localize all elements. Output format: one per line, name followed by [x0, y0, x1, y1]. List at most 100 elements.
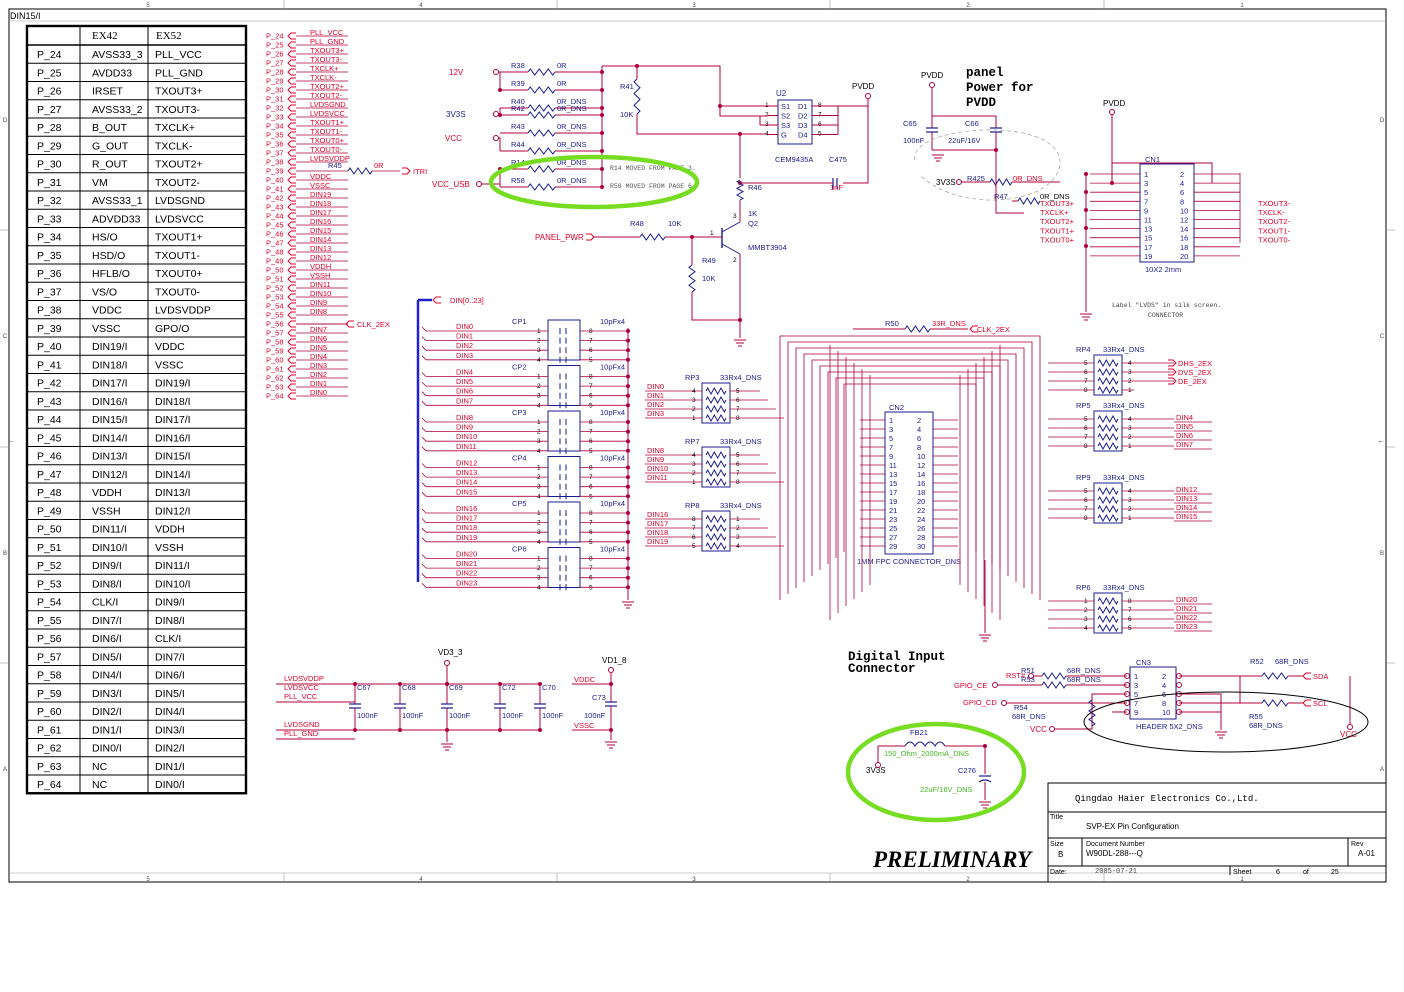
pin-number: 5: [589, 584, 593, 591]
component-value: 33Rx4_DNS: [720, 373, 762, 382]
junction-dot: [994, 148, 998, 152]
pin-number: 8: [1128, 598, 1132, 605]
wire: [795, 347, 1025, 588]
port-pin-label: P_29: [266, 77, 284, 86]
table-cell: VS/O: [92, 286, 117, 298]
resistor-value: 0R_DNS: [557, 176, 587, 185]
silk-note: CONNECTOR: [1148, 312, 1183, 319]
resistor: [1097, 504, 1119, 514]
net-label: DIN22: [1176, 613, 1197, 622]
port-pin-label: P_39: [266, 167, 284, 176]
zone-letter: C: [1380, 334, 1385, 340]
resistor: [705, 386, 727, 396]
bus-entry: [421, 508, 427, 514]
table-cell: AVSS33_2: [92, 104, 143, 116]
table-cell: HFLB/O: [92, 268, 130, 280]
table-cell: DIN2/I: [155, 743, 185, 755]
table-cell: DIN12/I: [92, 469, 128, 481]
pin-number: 15: [889, 479, 897, 488]
bus-entry: [421, 345, 427, 351]
resistor-ref: R38: [511, 61, 525, 70]
component-ref: C475: [829, 155, 847, 164]
pin-number: 14: [917, 470, 925, 479]
table-cell: DIN5/I: [92, 651, 122, 663]
center-arrow: ←: [1377, 436, 1385, 445]
port-arrow: [1168, 368, 1177, 376]
ferrite-bead: [904, 741, 946, 747]
bus-entry: [421, 417, 427, 423]
component-ref: C73: [592, 693, 606, 702]
table-cell: TXCLK-: [155, 140, 193, 152]
pin-number: 3: [1084, 616, 1088, 623]
pin-number: 8: [589, 510, 593, 517]
port-arrow: [287, 122, 296, 130]
port-net-label: TXOUT0+: [310, 136, 345, 145]
zone-letter: C: [3, 334, 8, 340]
power-net-label: VD3_3: [438, 648, 463, 657]
bus-entry: [421, 482, 427, 487]
pin-number: 5: [589, 539, 593, 546]
pin-number: 7: [589, 474, 593, 481]
resistor-value: 0R_DNS: [557, 140, 587, 149]
net-label: DIN6: [456, 387, 473, 396]
port-net-label: TXOUT3-: [310, 55, 343, 64]
port-net-label: DIN18: [310, 199, 331, 208]
pin-number: 8: [692, 516, 696, 523]
port-pin-label: P_40: [266, 176, 284, 185]
pin-number: 4: [1084, 625, 1088, 632]
component-value: 100nF: [449, 711, 471, 720]
junction-dot: [609, 728, 613, 732]
field-label: Document Number: [1086, 841, 1145, 848]
port-arrow: [287, 383, 296, 391]
pin-number: 14: [1180, 225, 1188, 234]
table-cell: P_41: [37, 359, 62, 371]
pin-number: 19: [1144, 252, 1152, 261]
table-cell: VDDC: [92, 305, 122, 317]
pin-number: 21: [889, 506, 897, 515]
bus-entry: [421, 583, 427, 588]
section-heading: Digital Input: [848, 650, 946, 664]
table-cell: P_36: [37, 268, 62, 280]
port-pin-label: P_37: [266, 149, 284, 158]
net-label: DIN8: [647, 446, 664, 455]
port-pin-label: P_48: [266, 248, 284, 257]
port-net-label: DIN3: [310, 361, 327, 370]
table-cell: P_28: [37, 122, 62, 134]
port-arrow: [287, 320, 296, 328]
component-value: 33Rx4_DNS: [720, 437, 762, 446]
component-value: 150_Ohm_2000mA_DNS: [884, 749, 969, 758]
power-net-label: VD1_8: [602, 656, 627, 665]
wire: [931, 88, 997, 128]
table-cell: P_48: [37, 487, 62, 499]
port-net-label: DIN6: [310, 334, 327, 343]
pin-number: 3: [692, 461, 696, 468]
component-ref: C276: [958, 766, 976, 775]
port-pin-label: P_59: [266, 347, 284, 356]
port-pin-label: P_31: [266, 95, 284, 104]
pin-number: 5: [1084, 416, 1088, 423]
wire: [779, 335, 1041, 600]
table-cell: P_30: [37, 159, 62, 171]
pin-number: 6: [589, 529, 593, 536]
bus-entry: [421, 492, 427, 497]
wire: [835, 377, 985, 558]
sheet-frame: [8, 8, 1387, 883]
resistor: [527, 165, 556, 173]
resistor-ref: R39: [511, 79, 525, 88]
highlight-ellipse: [488, 154, 700, 210]
pin-number: 4: [537, 357, 541, 364]
port-net-label: DIN0: [310, 388, 327, 397]
resistor-ref: R48: [630, 219, 644, 228]
table-cell: GPO/O: [155, 323, 189, 335]
net-label: DIN0: [456, 322, 473, 331]
field-label: Rev: [1351, 841, 1364, 848]
power-port: [1001, 700, 1007, 706]
port-arrow: [287, 311, 296, 319]
net-label: TXCLK+: [1040, 208, 1069, 217]
port-net-label: DIN11: [310, 280, 331, 289]
resistor: [1097, 486, 1119, 496]
port-arrow: [287, 266, 296, 274]
